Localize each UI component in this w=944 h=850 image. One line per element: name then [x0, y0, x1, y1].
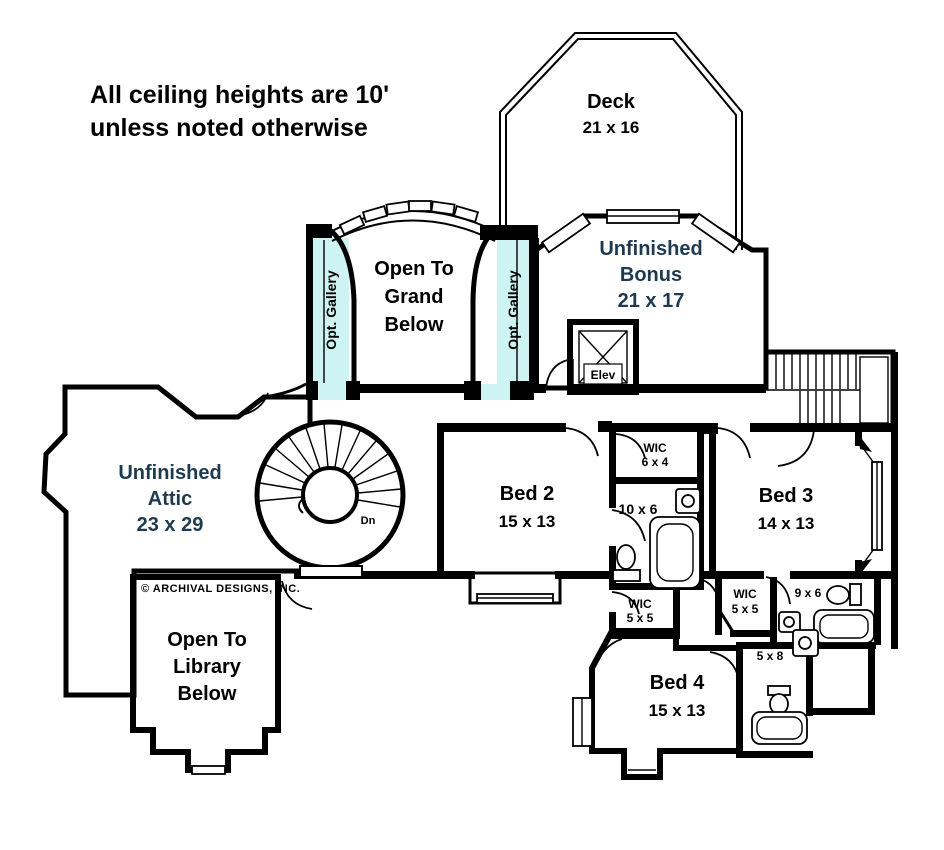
copyright-label: © ARCHIVAL DESIGNS, INC.: [141, 583, 300, 595]
back-stairs-treads: [775, 353, 857, 427]
labels: All ceiling heights are 10' unless noted…: [90, 81, 822, 720]
toilet-fixture: [612, 544, 641, 582]
wic-bed2-label: WIC: [643, 441, 667, 455]
bed4-size: 15 x 13: [649, 701, 706, 720]
bath-bed3-size: 9 x 6: [795, 586, 822, 600]
bed4-label: Bed 4: [650, 672, 705, 694]
gallery-right-region: [497, 238, 529, 385]
back-stairs: [766, 349, 896, 431]
grand-curved-walls: [323, 228, 518, 386]
bath-bed2-size: 10 x 6: [619, 501, 658, 517]
grand-label-1: Open To: [374, 258, 454, 280]
stair-down-label: Dn: [361, 515, 376, 527]
bath-fixtures: [612, 488, 875, 745]
wic-bed2-size: 6 x 4: [642, 455, 669, 469]
sink-fixture: [778, 611, 801, 633]
bed4-outline: [572, 628, 742, 780]
library-label-2: Library: [173, 656, 242, 678]
tub-fixture: [813, 609, 875, 644]
bed3-label: Bed 3: [759, 485, 813, 507]
elevator-label: Elev: [591, 368, 616, 382]
wic-bed3-label: WIC: [733, 587, 757, 601]
toilet-fixture: [826, 583, 862, 606]
bonus-bay-windows: [540, 209, 742, 254]
toilet-fixture: [767, 685, 791, 715]
attic-label-2: Attic: [148, 488, 192, 510]
gallery-left-region: [313, 238, 349, 385]
door-arcs: [241, 358, 815, 681]
attic-curved-wall: [263, 382, 307, 399]
attic-size: 23 x 29: [137, 514, 204, 536]
bath-bed4-size: 5 x 8: [757, 649, 784, 663]
spiral-staircase: Dn: [254, 419, 406, 578]
wic-bed3-angled-wall: [716, 607, 737, 636]
elevator: Elev: [567, 319, 639, 395]
spiral-treads: [258, 423, 402, 508]
grand-label-3: Below: [385, 314, 444, 336]
note-line2: unless noted otherwise: [90, 114, 368, 142]
bed2-bay-window: [468, 571, 562, 605]
bonus-size: 21 x 17: [618, 290, 685, 312]
bed2-size: 15 x 13: [499, 512, 556, 531]
grand-arch: [329, 200, 498, 242]
library-outline: [130, 574, 281, 775]
bonus-label-1: Unfinished: [599, 238, 702, 260]
bed3-bay-window: [857, 434, 883, 577]
library-label-3: Below: [178, 683, 237, 705]
wic-bed4-label: WIC: [628, 597, 652, 611]
gallery-right-label: Opt. Gallery: [505, 270, 521, 350]
grand-label-2: Grand: [385, 286, 444, 308]
deck-outline: [499, 32, 743, 250]
wic-bed3-size: 5 x 5: [732, 602, 759, 616]
tub-fixture: [751, 711, 808, 745]
gallery-left-opening: [318, 384, 346, 400]
deck-size: 21 x 16: [583, 118, 640, 137]
bed3-size: 14 x 13: [758, 514, 815, 533]
bonus-label-2: Bonus: [620, 264, 682, 286]
attic-label-1: Unfinished: [118, 462, 221, 484]
gallery-left-label: Opt. Gallery: [323, 270, 339, 350]
bed2-label: Bed 2: [500, 483, 554, 505]
sink-fixture: [792, 629, 819, 657]
unfinished-attic-region: [41, 384, 313, 698]
library-label-1: Open To: [167, 629, 247, 651]
deck-label: Deck: [587, 91, 636, 113]
note-line1: All ceiling heights are 10': [90, 81, 389, 109]
sink-fixture: [675, 488, 701, 514]
gallery-right-opening: [481, 384, 510, 400]
tub-fixture: [649, 516, 701, 589]
wic-bed4-size: 5 x 5: [627, 611, 654, 625]
